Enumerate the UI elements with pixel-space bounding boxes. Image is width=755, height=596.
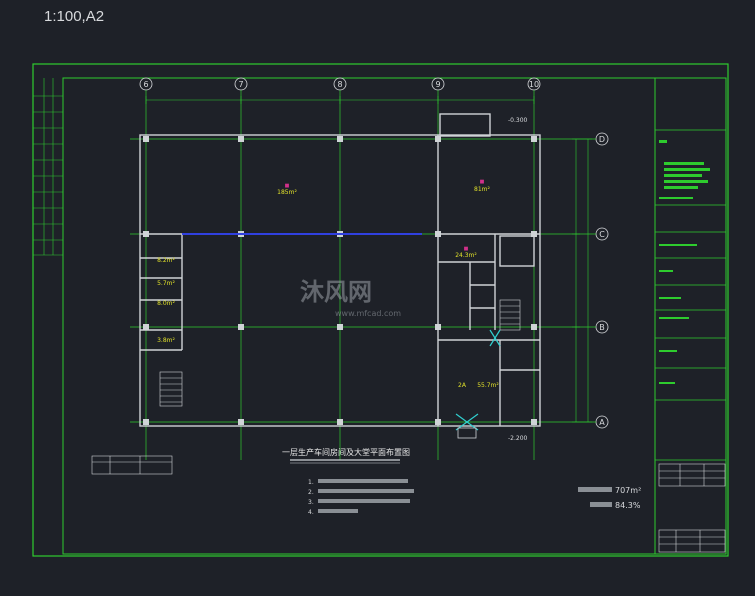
- building-walls: [139, 113, 541, 427]
- room-area-b: 81m²: [474, 186, 490, 193]
- note-1: 1.: [308, 479, 314, 486]
- room-area-g: 3.8m²: [157, 337, 175, 344]
- dimension-lines: [145, 96, 592, 423]
- axis-col-6: 6: [143, 80, 148, 89]
- axis-row-d: D: [599, 135, 605, 144]
- watermark: 沐风网 www.mfcad.com: [300, 278, 401, 318]
- stat-other-value: 84.3%: [615, 501, 641, 510]
- axis-col-8: 8: [337, 80, 342, 89]
- room-area-c: 24.3m²: [455, 252, 477, 259]
- outer-frame: [32, 63, 729, 557]
- stat-area-value: 707m²: [615, 486, 641, 495]
- entrance-door: [455, 329, 501, 431]
- title-block: [654, 78, 726, 554]
- stair-right: [499, 299, 521, 331]
- room-area-workshop: 185m²: [277, 189, 297, 196]
- room-marker-workshop: ■: [285, 183, 290, 189]
- room-area-f: 8.0m²: [157, 300, 175, 307]
- note-2: 2.: [308, 489, 314, 496]
- axis-row-c: C: [599, 230, 605, 239]
- stair-left: [159, 371, 183, 407]
- room-area-d: 8.2m²: [157, 257, 175, 264]
- room-label-lobby: 2A: [458, 382, 467, 389]
- elevation-mark-bottom: -2.200: [508, 435, 528, 442]
- binding-strip: [33, 78, 63, 256]
- watermark-url: www.mfcad.com: [335, 309, 401, 318]
- axis-col-9: 9: [435, 80, 440, 89]
- entrance-canopy: [457, 427, 477, 439]
- stat-other-label-bar: [590, 502, 612, 507]
- drawing-title: 一层生产车间房间及大堂平面布置图: [282, 447, 410, 457]
- note-4: 4.: [308, 509, 314, 516]
- axis-col-7: 7: [238, 80, 243, 89]
- note-3: 3.: [308, 499, 314, 506]
- room-marker-b: ■: [480, 179, 485, 185]
- axis-row-a: A: [599, 418, 605, 427]
- axis-grid-lines: [130, 90, 596, 460]
- legend-table: [91, 455, 173, 475]
- axis-col-10: 10: [529, 80, 539, 89]
- axis-row-markers: [595, 132, 609, 429]
- stat-area-label-bar: [578, 487, 612, 492]
- room-area-lobby: 55.7m²: [477, 382, 499, 389]
- watermark-brand: 沐风网: [300, 278, 372, 306]
- room-marker-c: ■: [464, 246, 469, 252]
- note-bars: [318, 479, 414, 513]
- room-area-e: 5.7m²: [157, 280, 175, 287]
- elevation-mark-top: -0.300: [508, 117, 528, 124]
- axis-row-b: B: [599, 323, 605, 332]
- scale-label: 1:100,A2: [44, 8, 105, 25]
- inner-frame: [62, 77, 727, 555]
